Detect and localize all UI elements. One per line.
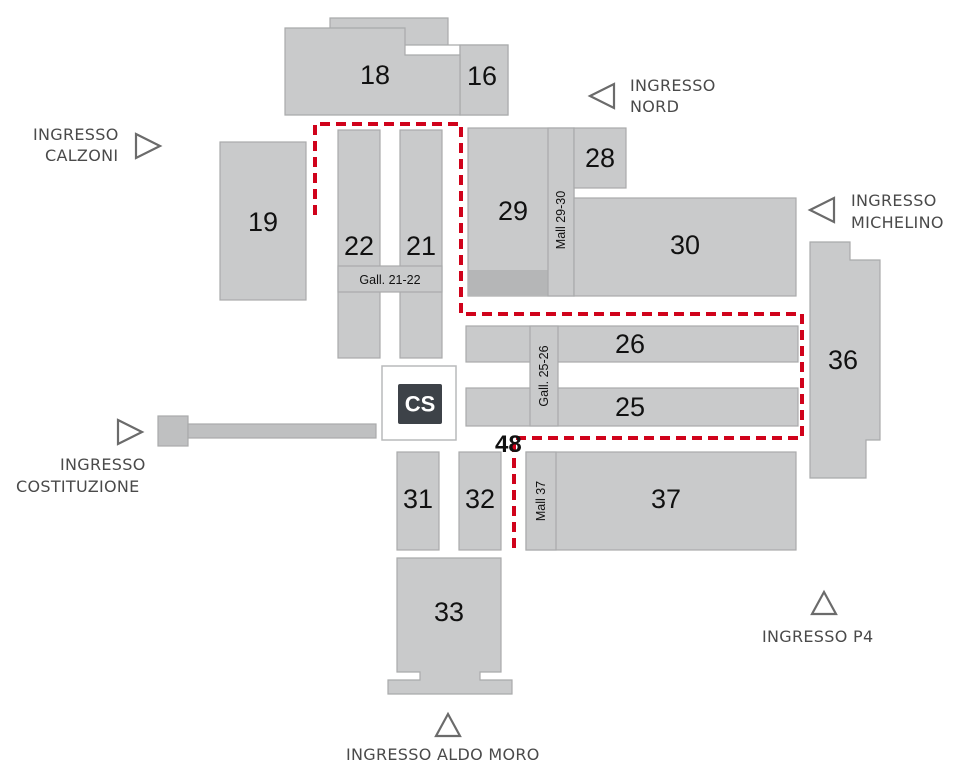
mall-37-label: Mall 37 bbox=[534, 481, 548, 521]
mall-29-30-label: Mall 29-30 bbox=[554, 191, 568, 249]
hall-18-label: 18 bbox=[360, 60, 390, 90]
hall-33-label: 33 bbox=[434, 597, 464, 627]
entrance-triangle-icon bbox=[434, 711, 462, 738]
entrance-costituzione-line2: COSTITUZIONE bbox=[16, 477, 140, 496]
gallery-21-22-label: Gall. 21-22 bbox=[359, 273, 420, 287]
hall-25-label: 25 bbox=[615, 392, 645, 422]
entrance-p4[interactable]: INGRESSO P4 bbox=[762, 589, 873, 646]
entrance-michelino-line1: INGRESSO bbox=[851, 191, 937, 210]
entrance-nord[interactable]: INGRESSO NORD bbox=[587, 76, 716, 116]
hall-26-label: 26 bbox=[615, 329, 645, 359]
dashed-route bbox=[313, 122, 804, 552]
entrance-calzoni[interactable]: INGRESSO CALZONI bbox=[33, 125, 163, 165]
entrance-triangle-icon bbox=[807, 196, 836, 224]
hall-26[interactable]: 26 bbox=[465, 325, 799, 363]
service-center-label: CS bbox=[405, 392, 436, 417]
hall-22[interactable]: 22 bbox=[337, 129, 381, 359]
hall-21[interactable]: 21 bbox=[399, 129, 443, 359]
mall-37[interactable]: Mall 37 bbox=[525, 451, 557, 551]
entrance-calzoni-line1: INGRESSO bbox=[33, 125, 119, 144]
entrance-triangle-icon bbox=[134, 132, 163, 160]
entrance-michelino-line2: MICHELINO bbox=[851, 213, 944, 232]
hall-30-label: 30 bbox=[670, 230, 700, 260]
entrance-aldo-moro[interactable]: INGRESSO ALDO MORO bbox=[346, 711, 540, 764]
hall-25[interactable]: 25 bbox=[465, 387, 799, 427]
hall-32-label: 32 bbox=[465, 484, 495, 514]
entrance-calzoni-line2: CALZONI bbox=[45, 146, 118, 165]
entrance-triangle-icon bbox=[587, 82, 616, 110]
hall-37[interactable]: 37 bbox=[525, 451, 797, 551]
hall-16-label: 16 bbox=[467, 61, 497, 91]
entrance-triangle-icon bbox=[810, 589, 838, 616]
hall-22-label: 22 bbox=[344, 231, 374, 261]
hall-31[interactable]: 31 bbox=[396, 451, 440, 551]
hall-28[interactable]: 28 bbox=[573, 127, 627, 189]
costituzione-corridor bbox=[157, 415, 377, 447]
entrance-nord-line1: INGRESSO bbox=[630, 76, 716, 95]
entrance-p4-label: INGRESSO P4 bbox=[762, 627, 873, 646]
hall-29-label: 29 bbox=[498, 196, 528, 226]
hall-36[interactable]: 36 bbox=[809, 241, 881, 479]
hall-37-label: 37 bbox=[651, 484, 681, 514]
hall-18[interactable]: 18 bbox=[284, 27, 461, 116]
hall-19-label: 19 bbox=[248, 207, 278, 237]
hall-36-label: 36 bbox=[828, 345, 858, 375]
entrance-aldo-moro-label: INGRESSO ALDO MORO bbox=[346, 745, 540, 764]
entrance-michelino[interactable]: INGRESSO MICHELINO bbox=[807, 191, 944, 232]
hall-32[interactable]: 32 bbox=[458, 451, 502, 551]
entrance-triangle-icon bbox=[116, 418, 145, 446]
mall-29-30[interactable]: Mall 29-30 bbox=[547, 127, 575, 297]
hall-33[interactable]: 33 bbox=[387, 557, 513, 695]
gallery-21-22[interactable]: Gall. 21-22 bbox=[337, 265, 443, 293]
gallery-25-26[interactable]: Gall. 25-26 bbox=[529, 325, 559, 427]
entrance-costituzione[interactable]: INGRESSO COSTITUZIONE bbox=[16, 418, 146, 496]
entrance-nord-line2: NORD bbox=[630, 97, 679, 116]
hall-48-label: 48 bbox=[495, 431, 522, 458]
service-center[interactable]: CS bbox=[381, 365, 457, 441]
hall-21-label: 21 bbox=[406, 231, 436, 261]
hall-31-label: 31 bbox=[403, 484, 433, 514]
hall-28-label: 28 bbox=[585, 143, 615, 173]
hall-19[interactable]: 19 bbox=[219, 141, 307, 301]
hall-30[interactable]: 30 bbox=[573, 197, 797, 297]
gallery-25-26-label: Gall. 25-26 bbox=[537, 345, 551, 406]
entrance-costituzione-line1: INGRESSO bbox=[60, 455, 146, 474]
